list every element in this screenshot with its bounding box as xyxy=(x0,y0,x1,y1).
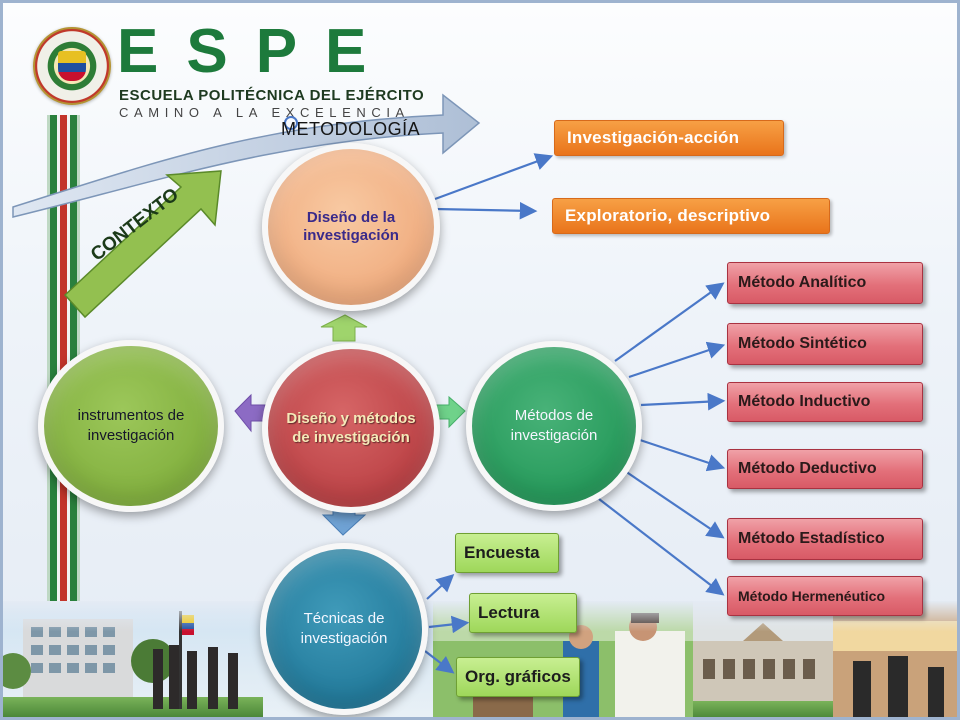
techniques-circle-label: Técnicas de investigación xyxy=(300,610,388,647)
contexto-arrow xyxy=(63,170,222,319)
method-box: Método Estadístico xyxy=(727,518,923,560)
metodologia-arrow xyxy=(12,93,481,218)
technique-box: Lectura xyxy=(469,593,577,633)
method-box: Método Sintético xyxy=(727,323,923,365)
design-type-box: Investigación-acción xyxy=(554,120,784,156)
institution-motto: CAMINO A LA EXCELENCIA xyxy=(119,105,410,120)
instruments-circle: instrumentos de investigación xyxy=(38,340,224,512)
center-circle-label: Diseño y métodos de investigación xyxy=(286,410,416,446)
design-circle-label: Diseño de la investigación xyxy=(303,209,399,244)
technique-box: Org. gráficos xyxy=(456,657,580,697)
center-circle: Diseño y métodos de investigación xyxy=(262,343,440,513)
method-box: Método Analítico xyxy=(727,262,923,304)
up-arrow xyxy=(320,314,368,342)
technique-box: Encuesta xyxy=(455,533,559,573)
techniques-circle: Técnicas de investigación xyxy=(260,543,428,715)
method-box: Método Deductivo xyxy=(727,449,923,489)
instruments-circle-label: instrumentos de investigación xyxy=(77,407,185,444)
design-type-box: Exploratorio, descriptivo xyxy=(552,198,830,234)
metodologia-label: METODOLOGÍA xyxy=(281,119,421,139)
method-box: Método Hermenéutico xyxy=(727,576,923,616)
methods-circle: Métodos de investigación xyxy=(466,341,642,511)
connectors-layer xyxy=(12,93,726,674)
institution-name: ESCUELA POLITÉCNICA DEL EJÉRCITO xyxy=(119,87,425,104)
left-arrow xyxy=(234,393,266,433)
design-circle: Diseño de la investigación xyxy=(262,143,440,311)
brand-title: ESPE xyxy=(117,17,395,86)
method-box: Método Inductivo xyxy=(727,382,923,422)
methods-circle-label: Métodos de investigación xyxy=(510,407,598,444)
espe-seal-logo xyxy=(33,27,111,105)
